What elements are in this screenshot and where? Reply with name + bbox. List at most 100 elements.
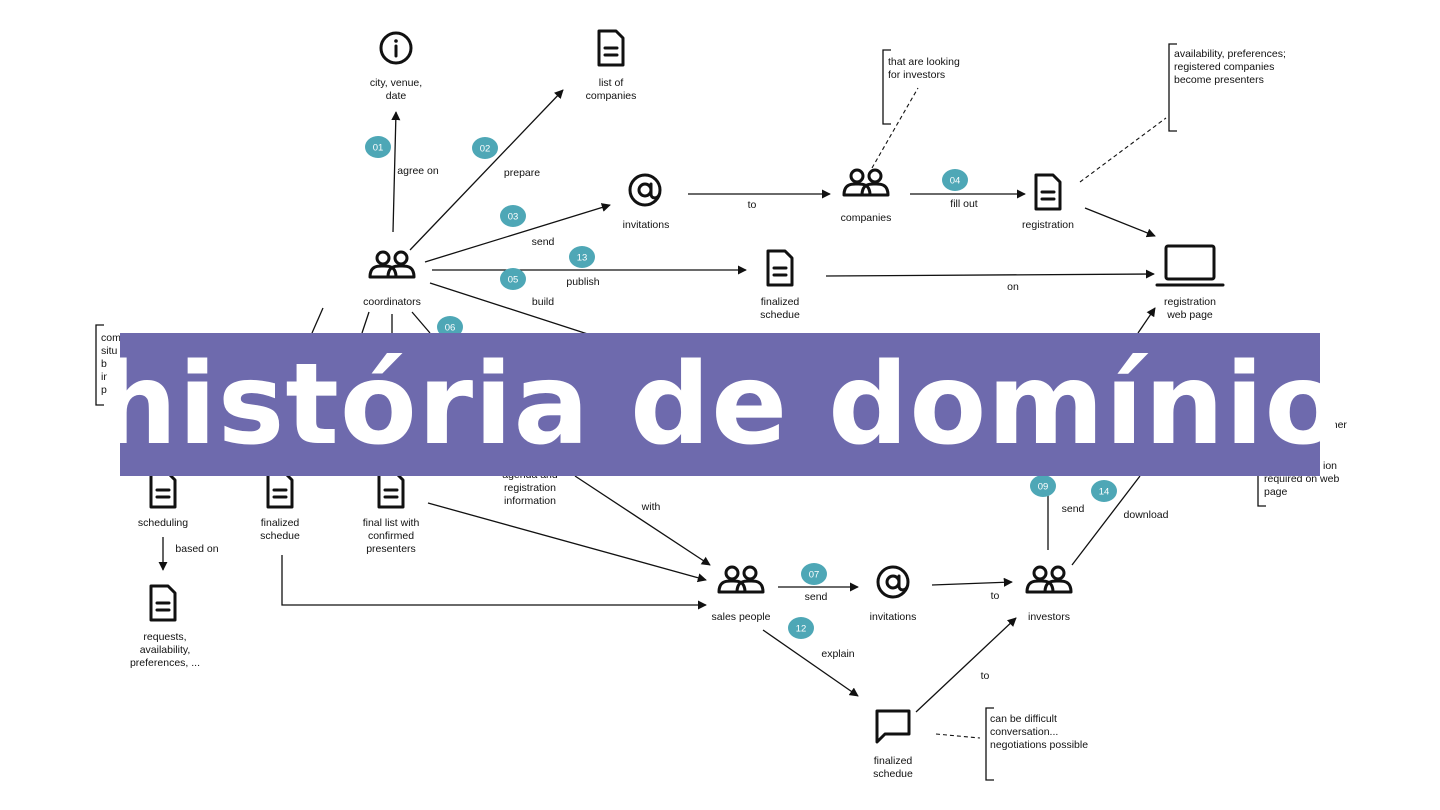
step-badge: 04 — [942, 169, 968, 191]
coordinators-label: coordinators — [363, 296, 421, 308]
svg-text:betv: betv — [101, 358, 122, 370]
svg-text:02: 02 — [480, 144, 491, 155]
edge-final-list-to-sales — [427, 502, 707, 583]
svg-text:ion: ion — [1323, 460, 1337, 472]
svg-text:inve: inve — [101, 371, 120, 383]
at-sign-icon — [876, 565, 910, 599]
document-icon — [149, 471, 177, 509]
edge-label: to — [981, 670, 990, 682]
registration-label: registration — [1022, 219, 1074, 231]
edge-label: send — [532, 236, 555, 248]
edge-label: to — [991, 590, 1000, 602]
dash-registration-note — [1079, 117, 1167, 183]
dash-conversation-note — [935, 733, 981, 739]
banner-title: história de domínio — [97, 339, 1343, 470]
edge-coord-down-1 — [311, 307, 324, 334]
edge-label: based on — [175, 543, 218, 555]
schedule-label: finalized — [761, 296, 800, 308]
step-badge: 01 — [365, 136, 391, 158]
requests-label: requests, — [143, 631, 186, 643]
note-conversation: can be difficult conversation... negotia… — [985, 707, 1088, 781]
edge-send-invitations — [424, 203, 611, 263]
document-icon — [597, 29, 625, 67]
edge-label: agree on — [397, 165, 439, 177]
schedule-label: schedue — [260, 530, 300, 542]
svg-text:14: 14 — [1099, 487, 1110, 498]
svg-text:situ: situ — [101, 345, 118, 357]
edge-label: prepare — [504, 167, 540, 179]
schedule-label: schedue — [873, 768, 913, 780]
final-list-label: presenters — [366, 543, 416, 555]
dash-companies-note — [871, 87, 919, 169]
at-sign-icon — [628, 173, 662, 207]
edges — [158, 87, 1167, 739]
edge-download — [1071, 475, 1141, 566]
people-icon — [1025, 565, 1073, 594]
info-label: date — [386, 90, 407, 102]
svg-text:other: other — [1323, 419, 1347, 431]
step-badge: 07 — [801, 563, 827, 585]
people-icon — [717, 565, 765, 594]
svg-text:poli: poli — [101, 384, 117, 396]
step-badge: 05 — [500, 268, 526, 290]
edge-to-investors — [931, 577, 1013, 587]
edge-with — [574, 475, 711, 566]
svg-text:com: com — [101, 332, 121, 344]
edge-label: send — [1062, 503, 1085, 515]
companies-label: companies — [841, 212, 892, 224]
edge-agree-on — [391, 111, 401, 233]
edge-label: to — [748, 199, 757, 211]
invitations-label: invitations — [623, 219, 670, 231]
svg-text:required on web: required on web — [1264, 473, 1339, 485]
document-icon — [1034, 173, 1062, 211]
document-icon — [149, 584, 177, 622]
step-badge: 12 — [788, 617, 814, 639]
edge-label: on — [1007, 281, 1019, 293]
svg-text:can be difficult: can be difficult — [990, 713, 1057, 725]
agenda-label: registration — [504, 482, 556, 494]
edge-label: send — [805, 591, 828, 603]
svg-text:for investors: for investors — [888, 69, 945, 81]
requests-label: availability, — [140, 644, 191, 656]
edge-labels: agree on prepare send publish build to f… — [175, 165, 1168, 682]
node-labels: city, venue, date list of companies coor… — [130, 77, 1216, 780]
svg-text:registered companies: registered companies — [1174, 61, 1274, 73]
schedule-label: schedue — [760, 309, 800, 321]
svg-text:09: 09 — [1038, 482, 1049, 493]
web-page-label: registration — [1164, 296, 1216, 308]
agenda-label: information — [504, 495, 556, 507]
people-icon — [368, 250, 416, 279]
edge-to-investors-bottom — [915, 617, 1017, 713]
invitations-label: invitations — [870, 611, 917, 623]
step-badge: 03 — [500, 205, 526, 227]
scheduling-label: scheduling — [138, 517, 188, 529]
web-page-label: web page — [1166, 309, 1213, 321]
svg-text:05: 05 — [508, 275, 519, 286]
svg-text:12: 12 — [796, 624, 807, 635]
document-icon — [266, 471, 294, 509]
edge-registration-to-web — [1084, 207, 1156, 238]
edge-label: download — [1124, 509, 1169, 521]
edge-prepare — [409, 89, 564, 251]
note-left-partial: com situ betv inve poli — [95, 324, 122, 406]
svg-text:06: 06 — [445, 323, 456, 334]
badges: 01 02 03 04 05 06 07 09 12 13 14 — [365, 136, 1117, 639]
sales-people-label: sales people — [712, 611, 771, 623]
final-list-label: confirmed — [368, 530, 414, 542]
step-badge: 09 — [1030, 475, 1056, 497]
requests-label: preferences, ... — [130, 657, 200, 669]
edge-label: publish — [566, 276, 599, 288]
edge-on — [825, 269, 1155, 279]
note-right-partial: other ion required on web page — [1257, 409, 1347, 507]
chat-bubble-icon — [875, 709, 911, 744]
info-label: city, venue, — [370, 77, 422, 89]
schedule-label: finalized — [874, 755, 913, 767]
edge-label: build — [532, 296, 554, 308]
list-label: list of — [599, 77, 624, 89]
edge-schedule-to-sales — [281, 555, 707, 610]
investors-label: investors — [1028, 611, 1070, 623]
step-badge: 13 — [569, 246, 595, 268]
step-badge: 02 — [472, 137, 498, 159]
edge-coord-down-4 — [411, 311, 431, 334]
